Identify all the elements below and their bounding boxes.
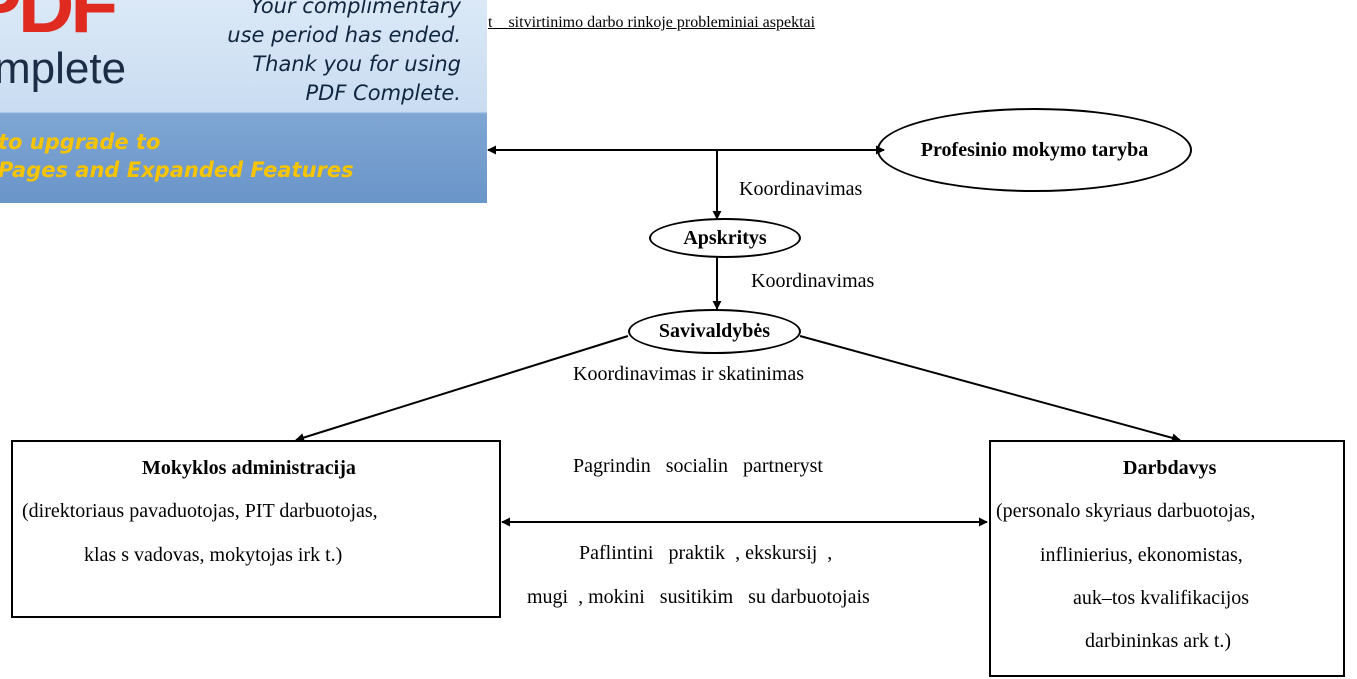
node-profesinio-mokymo-taryba: Profesinio mokymo taryba [877, 108, 1192, 192]
watermark-message-line: use period has ended. [227, 23, 461, 47]
watermark-logo-pdf: PDF [0, 0, 118, 49]
watermark-banner[interactable]: PDF mplete Your complimentary use period… [0, 0, 487, 203]
watermark-message: Your complimentary use period has ended.… [227, 0, 461, 108]
node-apskritys-label: Apskritys [683, 226, 767, 249]
watermark-upgrade-line: to upgrade to [0, 130, 161, 154]
mokyklos-line: (direktoriaus pavaduotojas, PIT darbuoto… [22, 500, 378, 522]
partnership-line-2: mugi , mokini susitikim su darbuotojais [527, 586, 870, 608]
node-profesinio-label: Profesinio mokymo taryba [920, 138, 1149, 161]
header-title: t sitvirtinimo darbo rinkoje probleminia… [488, 14, 815, 32]
header-title-text: sitvirtinimo darbo rinkoje probleminiai … [508, 14, 816, 31]
node-savivaldybes-label: Savivaldybės [658, 320, 771, 342]
watermark-message-line: PDF Complete. [305, 81, 461, 105]
partnership-line-1: Paflintini praktik , ekskursij , [579, 542, 833, 564]
darbdavys-line: inflinierius, ekonomistas, [1040, 544, 1243, 566]
header-fragment: t [488, 14, 493, 31]
arrow-to-darbdavys [799, 335, 1181, 443]
edge-label-koordinavimas-skatinimas: Koordinavimas ir skatinimas [573, 363, 805, 385]
darbdavys-title: Darbdavys [1123, 457, 1217, 479]
darbdavys-line: darbininkas ark t.) [1085, 630, 1232, 652]
watermark-message-line: Thank you for using [252, 52, 461, 76]
node-darbdavys: Darbdavys (personalo skyriaus darbuotoja… [989, 440, 1345, 677]
mokyklos-line: klas s vadovas, mokytojas irk t.) [84, 544, 343, 566]
node-apskritys: Apskritys [649, 218, 801, 258]
watermark-upgrade-link[interactable]: to upgrade to Pages and Expanded Feature… [0, 128, 354, 184]
watermark-logo-complete: mplete [0, 44, 127, 93]
node-savivaldybes: Savivaldybės [628, 309, 801, 354]
edge-label-koordinavimas-2: Koordinavimas [751, 270, 875, 292]
arrow-to-mokyklos [295, 335, 629, 442]
node-mokyklos-administracija: Mokyklos administracija (direktoriaus pa… [11, 440, 501, 618]
partnership-title: Pagrindin socialin partneryst [573, 455, 823, 477]
darbdavys-line: auk–tos kvalifikacijos [1073, 587, 1250, 609]
watermark-message-line: Your complimentary [250, 0, 461, 18]
mokyklos-title: Mokyklos administracija [142, 457, 356, 479]
edge-label-koordinavimas-1: Koordinavimas [739, 178, 863, 200]
watermark-upgrade-line: Pages and Expanded Features [0, 158, 354, 182]
darbdavys-line: (personalo skyriaus darbuotojas, [996, 500, 1256, 522]
